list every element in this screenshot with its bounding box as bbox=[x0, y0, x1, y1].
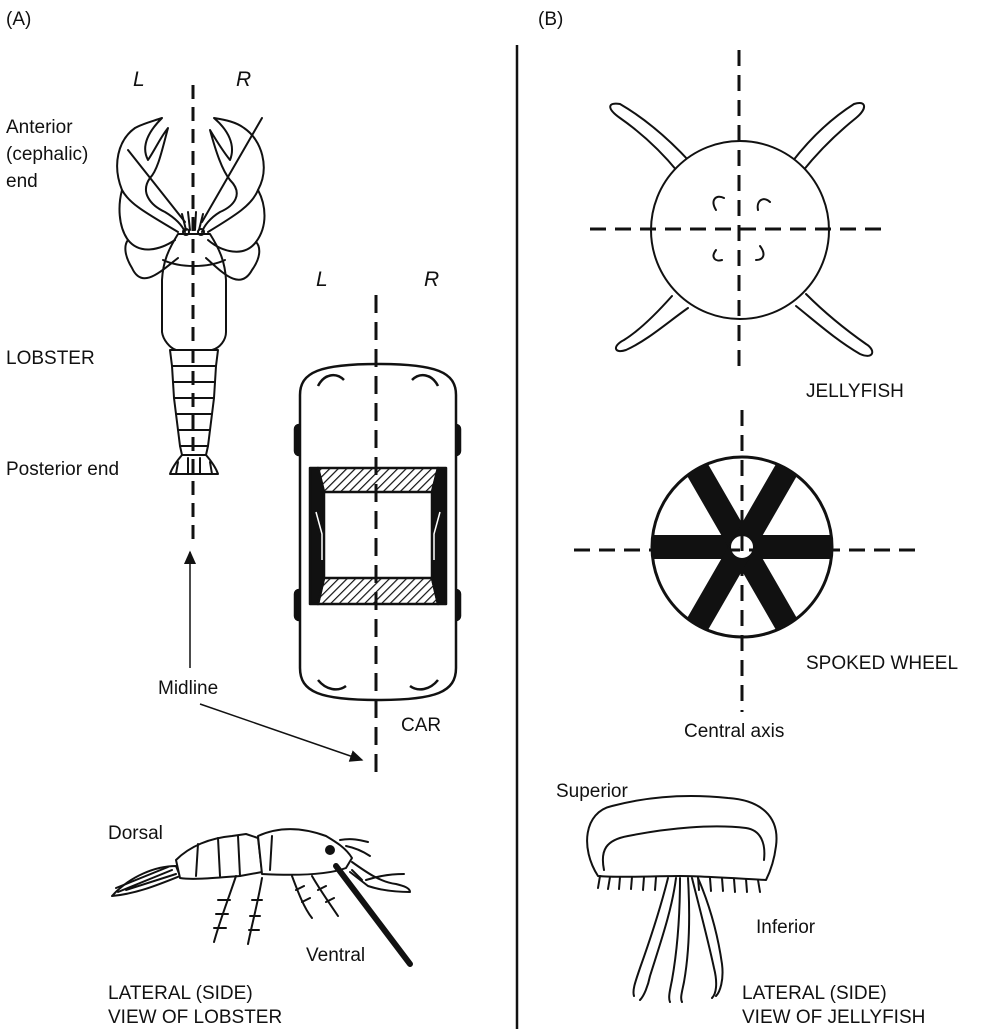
lobster-left-label: L bbox=[133, 68, 145, 92]
cephalic-label: (cephalic) bbox=[6, 143, 88, 167]
ventral-label: Ventral bbox=[306, 944, 365, 968]
midline-label: Midline bbox=[158, 677, 218, 701]
anterior-label: Anterior bbox=[6, 116, 73, 140]
car-label: CAR bbox=[401, 714, 441, 738]
jellyfish-side-view bbox=[587, 796, 776, 1002]
midline-arrow-right bbox=[200, 704, 362, 760]
lobster-lateral-line1: LATERAL (SIDE) bbox=[108, 982, 253, 1006]
car-left-label: L bbox=[316, 268, 328, 292]
lobster-side-view bbox=[112, 829, 410, 964]
panel-b-tag: (B) bbox=[538, 8, 563, 32]
jellyfish-lateral-line2: VIEW OF JELLYFISH bbox=[742, 1006, 925, 1030]
superior-label: Superior bbox=[556, 780, 628, 804]
lobster-lateral-line2: VIEW OF LOBSTER bbox=[108, 1006, 282, 1030]
central-axis-label: Central axis bbox=[684, 720, 784, 744]
lobster-label: LOBSTER bbox=[6, 347, 95, 371]
lobster-top-view bbox=[117, 118, 264, 474]
end-label: end bbox=[6, 170, 38, 194]
lobster-right-label: R bbox=[236, 68, 251, 92]
inferior-label: Inferior bbox=[756, 916, 815, 940]
jellyfish-lateral-line1: LATERAL (SIDE) bbox=[742, 982, 887, 1006]
jellyfish-label: JELLYFISH bbox=[806, 380, 904, 404]
panel-a-tag: (A) bbox=[6, 8, 31, 32]
spoked-wheel-label: SPOKED WHEEL bbox=[806, 652, 958, 676]
posterior-end-label: Posterior end bbox=[6, 458, 119, 482]
dorsal-label: Dorsal bbox=[108, 822, 163, 846]
car-right-label: R bbox=[424, 268, 439, 292]
